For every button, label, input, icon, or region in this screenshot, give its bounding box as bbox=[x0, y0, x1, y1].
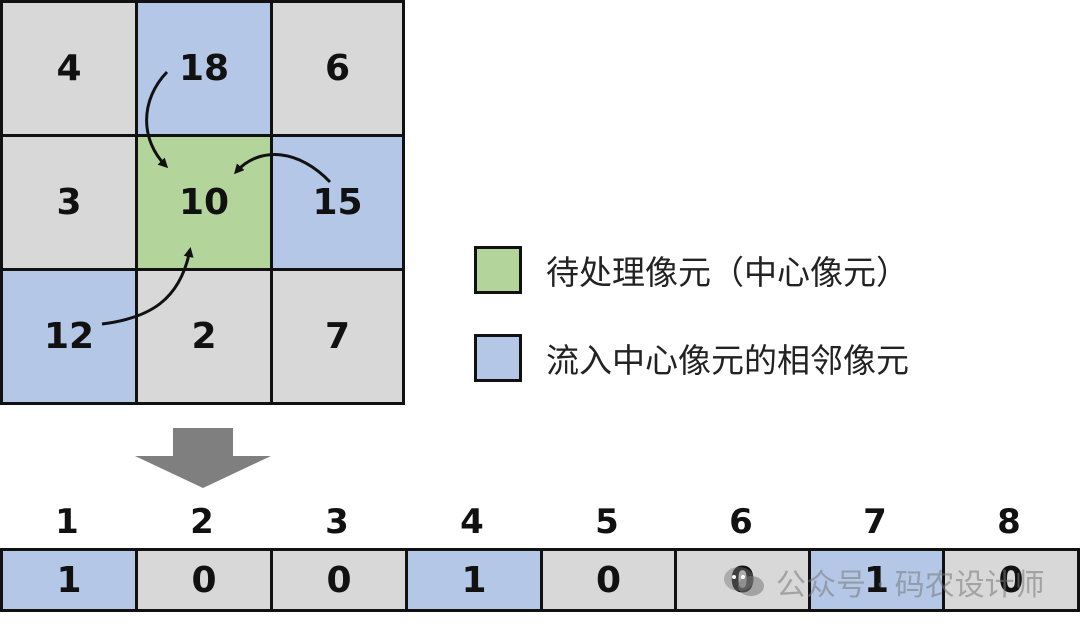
pixel-grid: 4 18 6 3 10 15 12 2 7 bbox=[0, 0, 405, 405]
code-cell: 1 bbox=[408, 551, 543, 609]
code-cell: 0 bbox=[138, 551, 273, 609]
blue-swatch bbox=[474, 334, 522, 382]
grid-cell: 6 bbox=[273, 3, 402, 137]
down-arrow-icon bbox=[135, 428, 271, 488]
code-strip: 1 0 0 1 0 0 1 0 bbox=[0, 548, 1080, 612]
watermark-text: 公众号 · 码农设计师 bbox=[776, 568, 1045, 603]
center-cell: 10 bbox=[138, 137, 273, 271]
code-cell: 1 bbox=[3, 551, 138, 609]
grid-cell: 12 bbox=[3, 271, 138, 402]
legend-neighbor: 流入中心像元的相邻像元 bbox=[474, 334, 909, 382]
legend-center-label: 待处理像元（中心像元） bbox=[546, 253, 909, 292]
code-cell: 0 bbox=[945, 551, 1077, 609]
index-label: 5 bbox=[595, 502, 619, 542]
index-label: 8 bbox=[997, 502, 1021, 542]
legend-center: 待处理像元（中心像元） bbox=[474, 246, 909, 294]
green-swatch bbox=[474, 246, 522, 294]
legend-neighbor-label: 流入中心像元的相邻像元 bbox=[546, 341, 909, 380]
grid-cell: 2 bbox=[138, 271, 273, 402]
watermark: 公众号 · 码农设计师 bbox=[722, 560, 1045, 604]
index-label: 1 bbox=[55, 502, 79, 542]
index-label: 3 bbox=[325, 502, 349, 542]
grid-cell: 4 bbox=[3, 3, 138, 137]
index-label: 4 bbox=[460, 502, 484, 542]
grid-cell: 7 bbox=[273, 271, 402, 402]
code-cell: 0 bbox=[273, 551, 408, 609]
index-label: 7 bbox=[863, 502, 887, 542]
index-label: 6 bbox=[729, 502, 753, 542]
grid-cell: 15 bbox=[273, 137, 402, 271]
code-cell: 1 bbox=[811, 551, 945, 609]
wechat-icon bbox=[724, 567, 764, 596]
index-label: 2 bbox=[190, 502, 214, 542]
grid-cell: 18 bbox=[138, 3, 273, 137]
grid-cell: 3 bbox=[3, 137, 138, 271]
code-cell: 0 bbox=[543, 551, 677, 609]
